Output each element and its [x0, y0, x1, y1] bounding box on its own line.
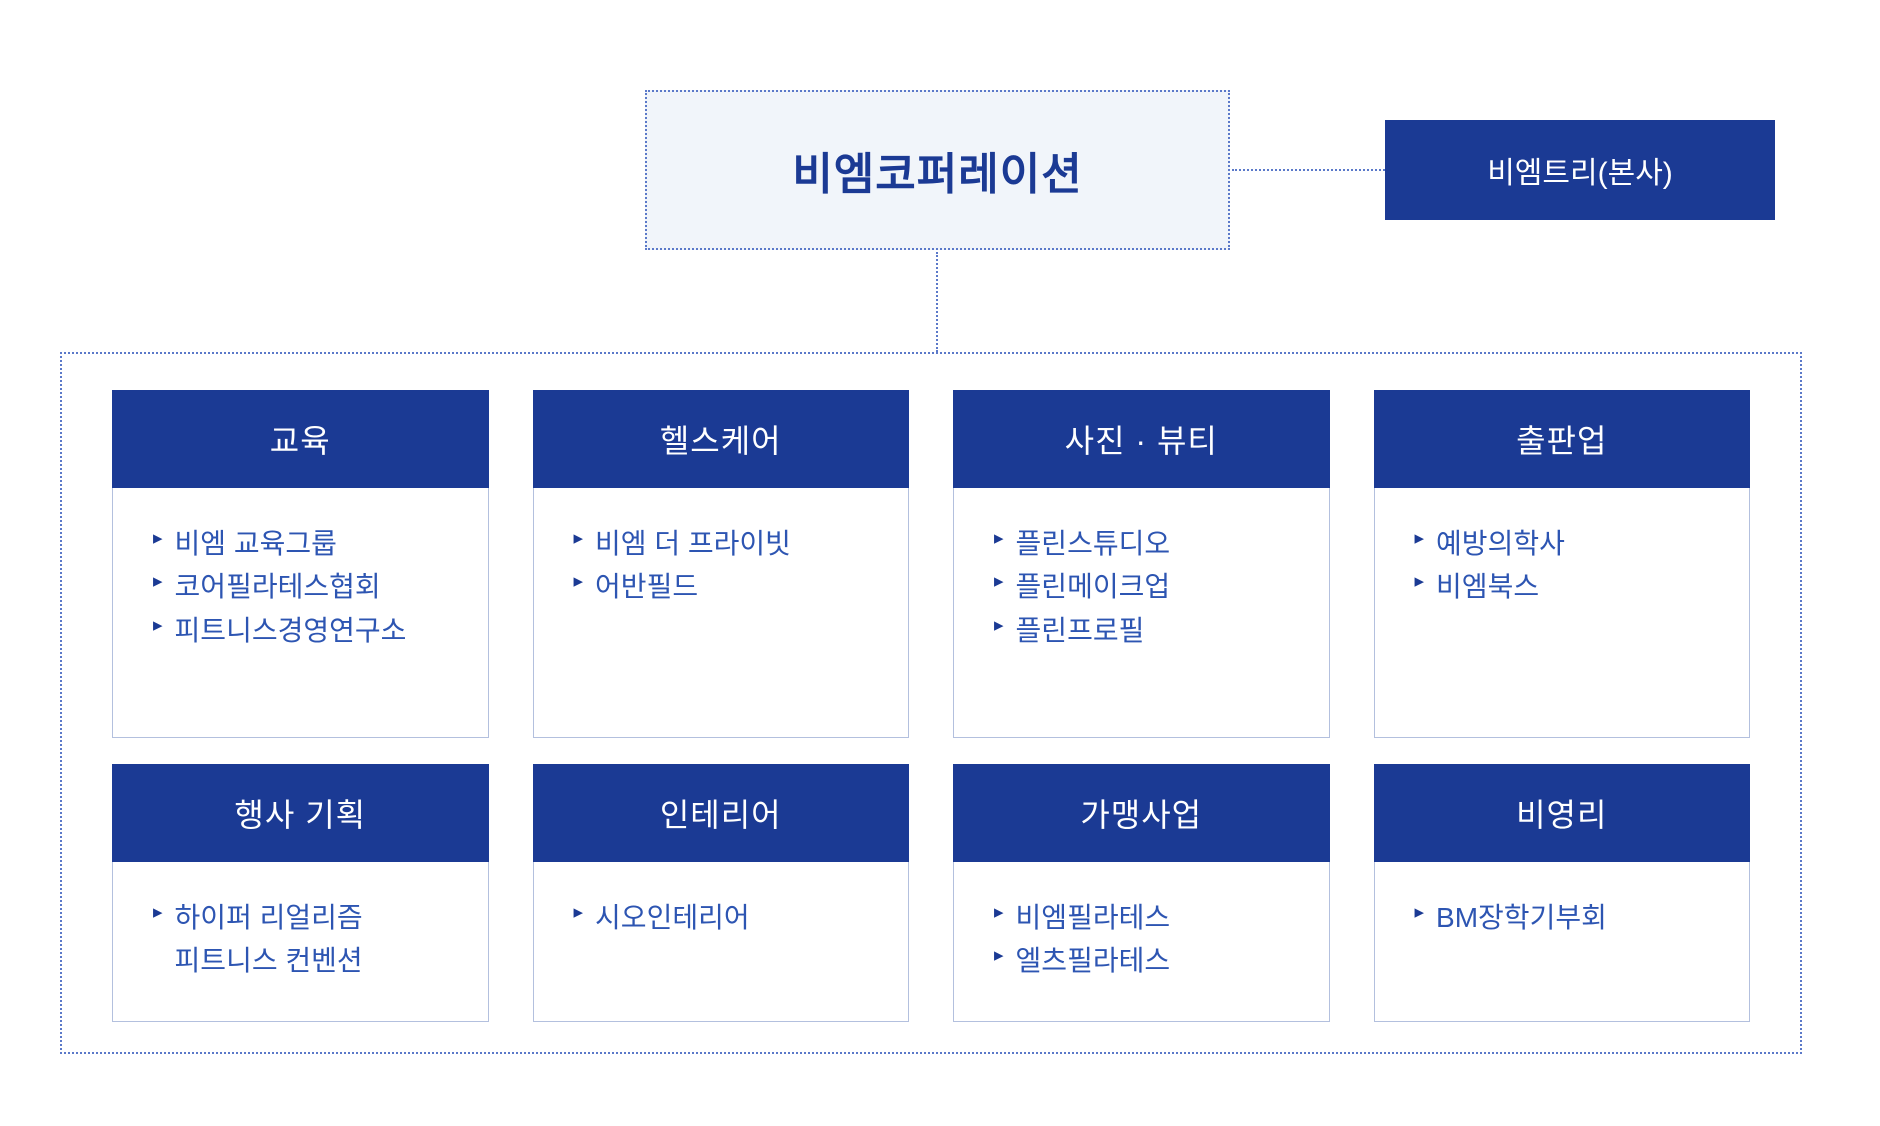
subsidiary-name: 플린프로필	[1015, 614, 1145, 646]
subsidiary-list-item: ▸ 플린프로필	[994, 609, 1309, 652]
business-group-title: 교육	[269, 423, 331, 459]
subsidiary-name: 플린스튜디오	[1015, 528, 1171, 559]
root-company-title: 비엠코퍼레이션	[792, 150, 1083, 199]
subsidiary-name: 엘츠필라테스	[1015, 945, 1171, 977]
subsidiary-list-item: ▸ 플린메이크업	[994, 565, 1309, 608]
business-group-body: ▸ 비엠필라테스 ▸ 엘츠필라테스	[954, 862, 1329, 1021]
business-group-card: 교육 ▸ 비엠 교육그룹 ▸ 코어필라테스협회 ▸ 피트니스경영연구소	[112, 390, 489, 738]
subsidiary-name: 비엠 교육그룹	[174, 528, 337, 559]
business-group-card: 헬스케어 ▸ 비엠 더 프라이빗 ▸ 어반필드	[532, 390, 909, 738]
business-group-card: 인테리어 ▸ 시오인테리어	[532, 764, 909, 1022]
arrow-bullet-icon: ▸	[153, 902, 163, 923]
subsidiary-name: 비엠필라테스	[1015, 902, 1171, 933]
subsidiary-name: 비엠 더 프라이빗	[595, 528, 791, 559]
subsidiary-name: 플린메이크업	[1015, 571, 1171, 603]
business-group-card: 출판업 ▸ 예방의학사 ▸ 비엠북스	[1373, 390, 1750, 738]
business-group-header: 헬스케어	[532, 390, 909, 488]
headquarters-box: 비엠트리(본사)	[1385, 120, 1775, 220]
business-group-body: ▸ 비엠 교육그룹 ▸ 코어필라테스협회 ▸ 피트니스경영연구소	[113, 488, 488, 737]
subsidiary-list-item: ▸ 하이퍼 리얼리즘 피트니스 컨벤션	[153, 896, 468, 983]
subsidiaries-container: 교육 ▸ 비엠 교육그룹 ▸ 코어필라테스협회 ▸ 피트니스경영연구소 헬스케어…	[60, 352, 1802, 1054]
arrow-bullet-icon: ▸	[153, 528, 163, 549]
arrow-bullet-icon: ▸	[994, 902, 1004, 923]
arrow-bullet-icon: ▸	[994, 528, 1004, 549]
business-group-header: 가맹사업	[953, 764, 1330, 862]
subsidiary-list-item: ▸ 비엠 더 프라이빗	[574, 522, 889, 565]
subsidiary-list-item: ▸ BM장학기부회	[1415, 896, 1730, 939]
subsidiary-list-item: ▸ 비엠필라테스	[994, 896, 1309, 939]
subsidiary-name: 어반필드	[595, 571, 699, 603]
arrow-bullet-icon: ▸	[573, 571, 584, 593]
arrow-bullet-icon: ▸	[1414, 902, 1425, 923]
root-company-box: 비엠코퍼레이션	[645, 90, 1230, 250]
business-group-title: 비영리	[1516, 797, 1608, 833]
subsidiary-list-item: ▸ 예방의학사	[1415, 522, 1730, 565]
subsidiary-name: BM장학기부회	[1436, 902, 1607, 933]
business-group-body: ▸ 시오인테리어	[534, 862, 909, 1021]
arrow-bullet-icon: ▸	[994, 571, 1004, 593]
connector-root-to-subsidiaries	[936, 252, 938, 352]
business-group-body: ▸ 하이퍼 리얼리즘 피트니스 컨벤션	[113, 862, 488, 1021]
subsidiaries-grid: 교육 ▸ 비엠 교육그룹 ▸ 코어필라테스협회 ▸ 피트니스경영연구소 헬스케어…	[112, 390, 1750, 1022]
business-group-card: 비영리 ▸ BM장학기부회	[1373, 764, 1750, 1022]
subsidiary-name: 예방의학사	[1436, 528, 1565, 559]
business-group-header: 출판업	[1373, 390, 1750, 488]
business-group-card: 행사 기획 ▸ 하이퍼 리얼리즘 피트니스 컨벤션	[112, 764, 489, 1022]
subsidiary-list-item: ▸ 비엠 교육그룹	[153, 522, 468, 565]
subsidiary-list-item: ▸ 코어필라테스협회	[153, 565, 468, 608]
arrow-bullet-icon: ▸	[1414, 528, 1425, 549]
business-group-header: 행사 기획	[112, 764, 489, 862]
subsidiary-list-item: ▸ 피트니스경영연구소	[153, 609, 468, 652]
business-group-card: 가맹사업 ▸ 비엠필라테스 ▸ 엘츠필라테스	[953, 764, 1330, 1022]
subsidiary-list-item: ▸ 엘츠필라테스	[994, 939, 1309, 982]
connector-root-to-hq	[1232, 169, 1385, 171]
business-group-body: ▸ BM장학기부회	[1375, 862, 1750, 1021]
headquarters-label: 비엠트리(본사)	[1487, 157, 1673, 190]
business-group-title: 가맹사업	[1080, 797, 1203, 833]
subsidiary-list-item: ▸ 플린스튜디오	[994, 522, 1309, 565]
business-group-title: 인테리어	[659, 797, 782, 833]
business-group-body: ▸ 비엠 더 프라이빗 ▸ 어반필드	[534, 488, 909, 737]
business-group-title: 사진 · 뷰티	[1064, 423, 1218, 459]
arrow-bullet-icon: ▸	[994, 945, 1004, 967]
business-group-card: 사진 · 뷰티 ▸ 플린스튜디오 ▸ 플린메이크업 ▸ 플린프로필	[953, 390, 1330, 738]
business-group-header: 사진 · 뷰티	[953, 390, 1330, 488]
business-group-header: 교육	[112, 390, 489, 488]
business-group-body: ▸ 플린스튜디오 ▸ 플린메이크업 ▸ 플린프로필	[954, 488, 1329, 737]
subsidiary-name: 피트니스경영연구소	[174, 614, 407, 646]
subsidiary-list-item: ▸ 비엠북스	[1415, 565, 1730, 608]
subsidiary-list-item: ▸ 어반필드	[574, 565, 889, 608]
business-group-title: 헬스케어	[659, 423, 782, 459]
arrow-bullet-icon: ▸	[573, 528, 584, 549]
arrow-bullet-icon: ▸	[153, 571, 163, 593]
subsidiary-name: 하이퍼 리얼리즘 피트니스 컨벤션	[174, 902, 363, 977]
arrow-bullet-icon: ▸	[1414, 571, 1425, 593]
subsidiary-name: 비엠북스	[1436, 571, 1540, 603]
business-group-header: 인테리어	[532, 764, 909, 862]
business-group-header: 비영리	[1373, 764, 1750, 862]
arrow-bullet-icon: ▸	[153, 614, 163, 636]
arrow-bullet-icon: ▸	[573, 902, 584, 923]
business-group-title: 행사 기획	[234, 797, 367, 833]
arrow-bullet-icon: ▸	[994, 614, 1004, 636]
subsidiary-name: 시오인테리어	[595, 902, 750, 933]
subsidiary-name: 코어필라테스협회	[174, 571, 381, 603]
subsidiary-list-item: ▸ 시오인테리어	[574, 896, 889, 939]
business-group-body: ▸ 예방의학사 ▸ 비엠북스	[1375, 488, 1750, 737]
business-group-title: 출판업	[1516, 423, 1608, 459]
